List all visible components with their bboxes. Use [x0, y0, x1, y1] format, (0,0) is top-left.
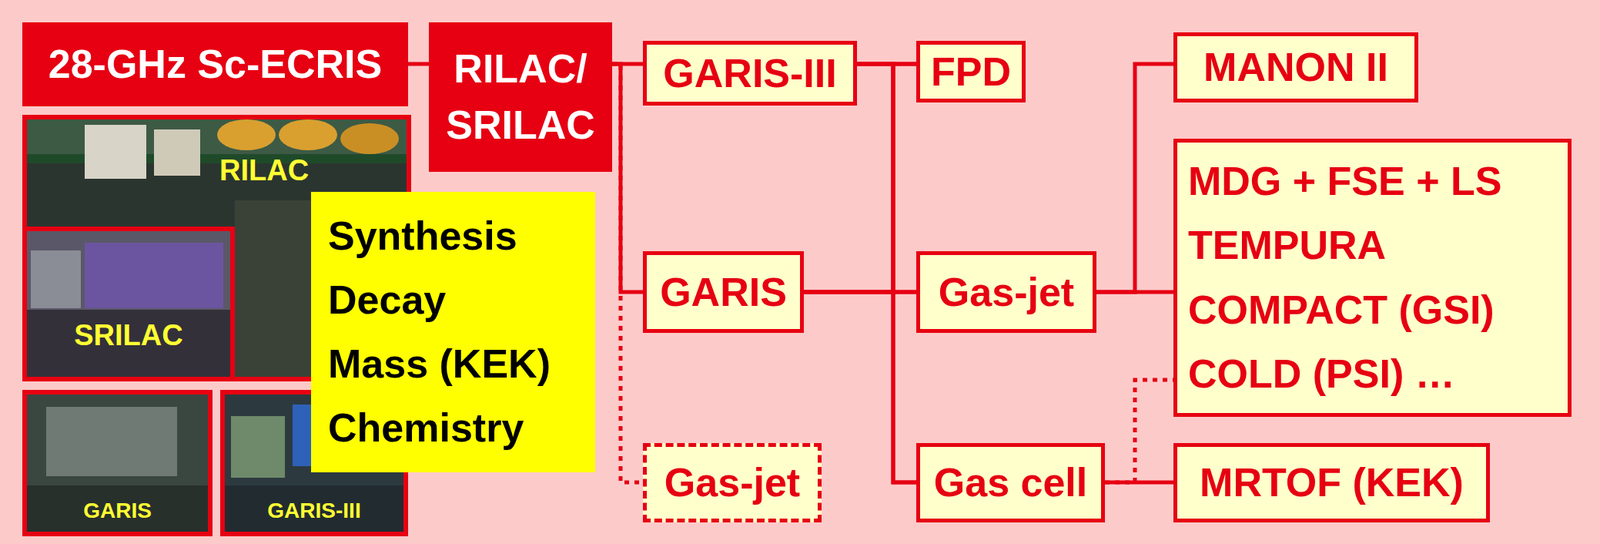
accelerator-box: RILAC/ SRILAC: [428, 22, 613, 172]
photo-panel: SRILAC: [22, 226, 235, 382]
process-box: Gas-jet: [916, 251, 1097, 333]
node-label: MDG + FSE + LS: [1188, 149, 1502, 214]
photo-panel: GARIS: [22, 389, 213, 536]
dotted-connector: [612, 63, 643, 483]
connector-line: [408, 62, 429, 67]
process-box: FPD: [916, 40, 1026, 103]
connector-line: [1096, 290, 1174, 295]
node-label: GARIS-III: [662, 49, 837, 98]
node-label: COLD (PSI) …: [1188, 341, 1456, 406]
node-label: Chemistry: [328, 395, 524, 460]
node-label: Synthesis: [328, 204, 518, 268]
topic-box: SynthesisDecayMass (KEK)Chemistry: [311, 191, 596, 472]
process-box: MRTOF (KEK): [1173, 442, 1490, 523]
node-label: MANON II: [1203, 43, 1389, 91]
node-label: Mass (KEK): [328, 331, 551, 396]
process-box: GARIS-III: [642, 40, 857, 106]
node-label: Gas-jet: [664, 458, 800, 506]
connector-line: [1104, 480, 1174, 485]
connector-line: [856, 63, 917, 292]
connector-line: [612, 63, 643, 292]
node-label: TEMPURA: [1188, 213, 1386, 278]
photo-label: SRILAC: [73, 317, 183, 354]
planned-box: Gas-jet: [642, 442, 822, 523]
node-label: 28-GHz Sc-ECRIS: [48, 40, 382, 88]
node-label: Gas cell: [933, 458, 1088, 506]
dotted-connector: [1104, 379, 1174, 483]
node-label: COMPACT (GSI): [1188, 277, 1495, 342]
node-label: Decay: [328, 267, 446, 332]
photo-label: RILAC: [219, 153, 309, 189]
node-label: Gas-jet: [938, 267, 1075, 316]
photo-label: GARIS-III: [267, 497, 361, 524]
node-label: FPD: [930, 47, 1011, 96]
connector-line: [1096, 63, 1174, 292]
process-box: Gas cell: [916, 442, 1105, 523]
process-box: MDG + FSE + LSTEMPURACOMPACT (GSI)COLD (…: [1173, 138, 1572, 417]
node-label: MRTOF (KEK): [1199, 458, 1464, 506]
source-box: 28-GHz Sc-ECRIS: [22, 22, 409, 107]
process-box: GARIS: [642, 251, 804, 333]
photo-label: GARIS: [83, 497, 152, 524]
connector-line: [856, 63, 917, 483]
process-box: MANON II: [1173, 32, 1419, 103]
node-label: RILAC/ SRILAC: [438, 40, 603, 154]
node-label: GARIS: [659, 267, 787, 316]
